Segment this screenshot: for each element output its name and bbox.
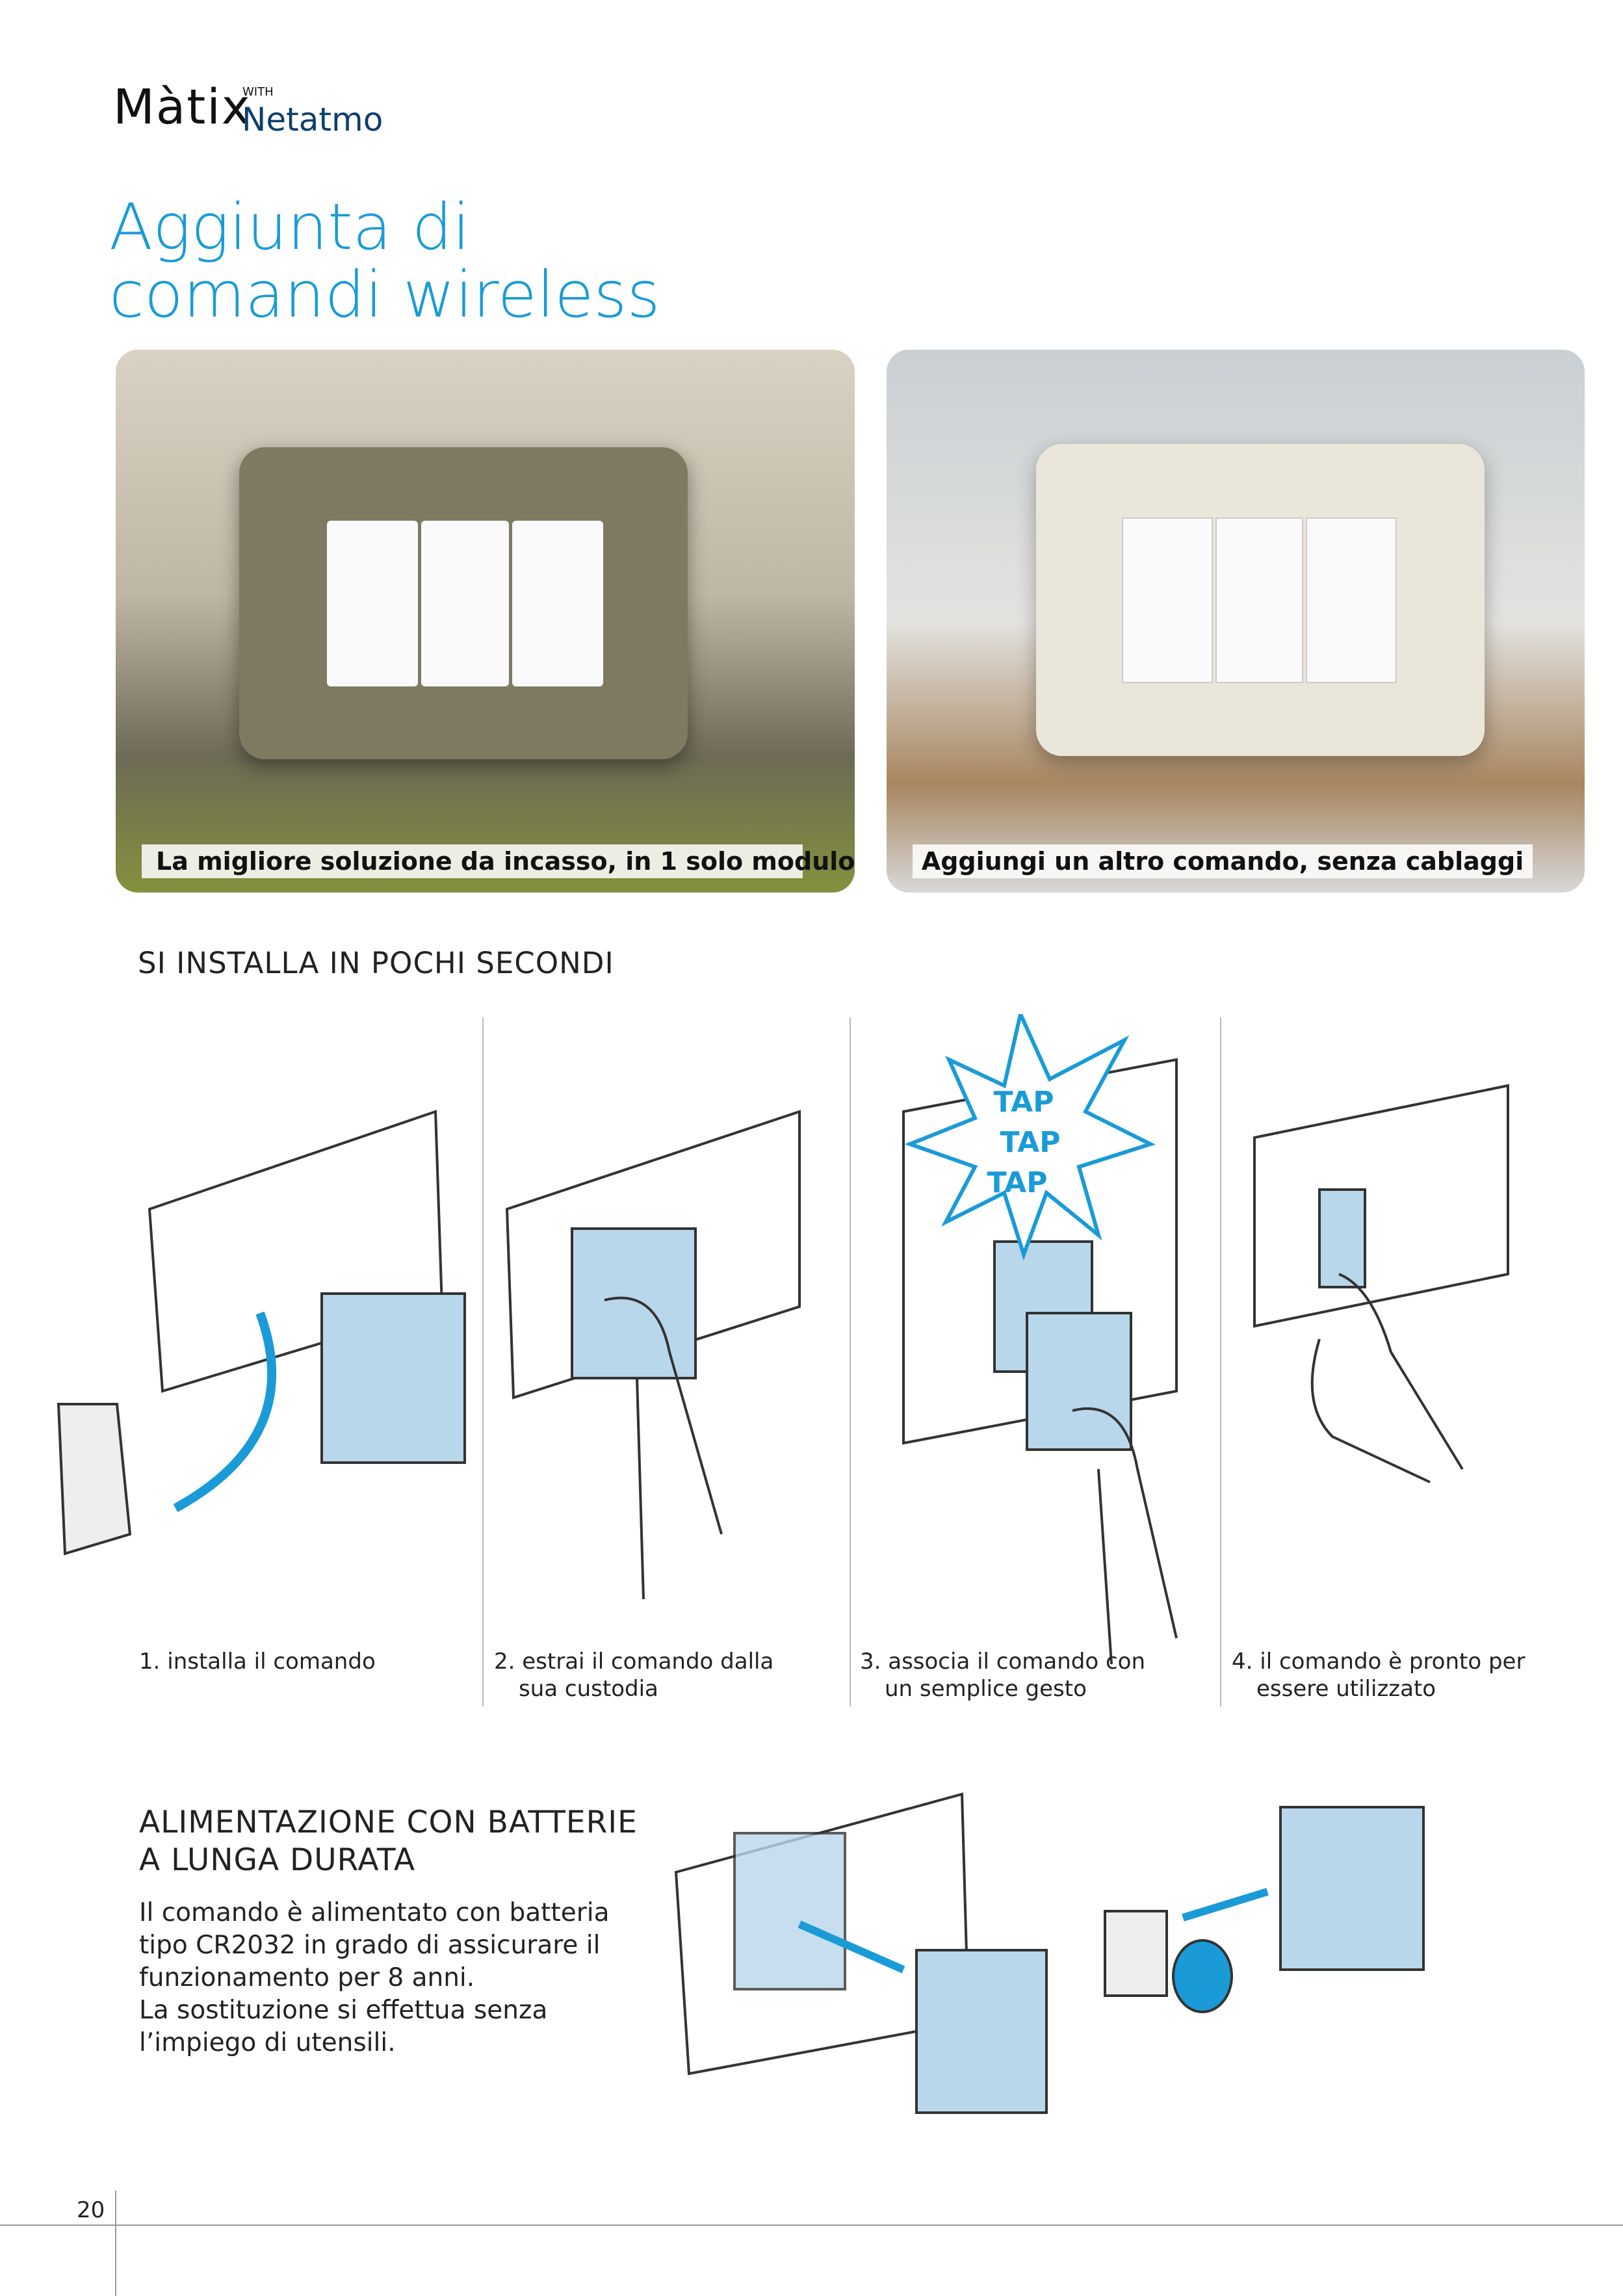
cover-cap [57,1403,132,1556]
battery-heading-line: A LUNGA DURATA [139,1842,416,1878]
command-module [733,1832,846,1990]
mounting-frame [505,1110,801,1400]
body-line: l’impiego di utensili. [139,2028,396,2057]
battery-illustration [674,1792,1425,2114]
command-module [320,1292,466,1464]
arrow-icon [1182,1888,1269,1922]
title-line-2: comandi wireless [109,258,660,332]
step-text: un semplice gesto [885,1676,1087,1702]
step-text: 4. il comando è pronto per [1232,1649,1526,1675]
footer-rule [0,2224,1623,2226]
switch-key [1306,517,1397,683]
tap-text: TAP [994,1086,1054,1119]
photo-living-room: La migliore soluzione da incasso, in 1 s… [116,350,855,893]
step-text: 1. installa il comando [139,1649,376,1675]
step-text: sua custodia [519,1676,658,1702]
step-text: essere utilizzato [1256,1676,1436,1702]
brand-logo: Màtix [113,79,252,135]
command-module [571,1227,697,1379]
page-title: Aggiunta di comandi wireless [109,194,660,329]
step-text: 2. estrai il comando dalla [494,1649,774,1675]
hand-icon [1072,1407,1178,1664]
wireless-command-key [1215,517,1303,683]
tap-text: TAP [987,1166,1048,1199]
tap-text: TAP [1000,1126,1061,1159]
command-module [915,1949,1048,2114]
switch-key [327,521,418,686]
partner-logo: Netatmo [242,101,383,138]
install-steps-illustration: TAP TAP TAP [57,1014,1509,1664]
coin-battery-icon [1172,1939,1233,2013]
step-1: 1. installa il comando [139,1648,376,1675]
switch-key [1122,517,1213,683]
title-line-1: Aggiunta di [109,190,471,265]
command-module [1279,1806,1425,1971]
body-line: Il comando è alimentato con batteria [139,1898,610,1927]
divider [482,1017,484,1706]
footer-vertical-rule [115,2191,116,2296]
divider [850,1017,851,1706]
body-line: funzionamento per 8 anni. [139,1963,475,1992]
hand-icon [1310,1273,1464,1483]
brand-with: WITH [242,85,274,99]
photo-caption: La migliore soluzione da incasso, in 1 s… [142,844,855,878]
switch-key [512,521,603,686]
page-number: 20 [77,2197,105,2223]
command-module [1026,1312,1132,1451]
body-line: La sostituzione si effettua senza [139,1996,548,2025]
tap-burst-icon [904,1014,1156,1261]
battery-heading-line: ALIMENTAZIONE CON BATTERIE [139,1805,638,1840]
install-heading: SI INSTALLA IN POCHI SECONDI [138,946,614,980]
step-text: 3. associa il comando con [860,1649,1146,1675]
arrow-icon [173,1311,277,1513]
wireless-command-key [421,521,509,686]
battery-description: Il comando è alimentato con batteria tip… [139,1897,609,2059]
hand-icon [604,1296,723,1600]
battery-heading: ALIMENTAZIONE CON BATTERIE A LUNGA DURAT… [139,1804,638,1879]
photo-bedroom: Aggiungi un altro comando, senza cablagg… [887,350,1585,893]
divider [1220,1017,1221,1706]
battery-holder [1104,1910,1168,1997]
body-line: tipo CR2032 in grado di assicurare il [139,1931,601,1960]
switch-plate [1253,1084,1509,1328]
command-module [1318,1188,1366,1288]
photo-caption: Aggiungi un altro comando, senza cablagg… [913,844,1533,878]
